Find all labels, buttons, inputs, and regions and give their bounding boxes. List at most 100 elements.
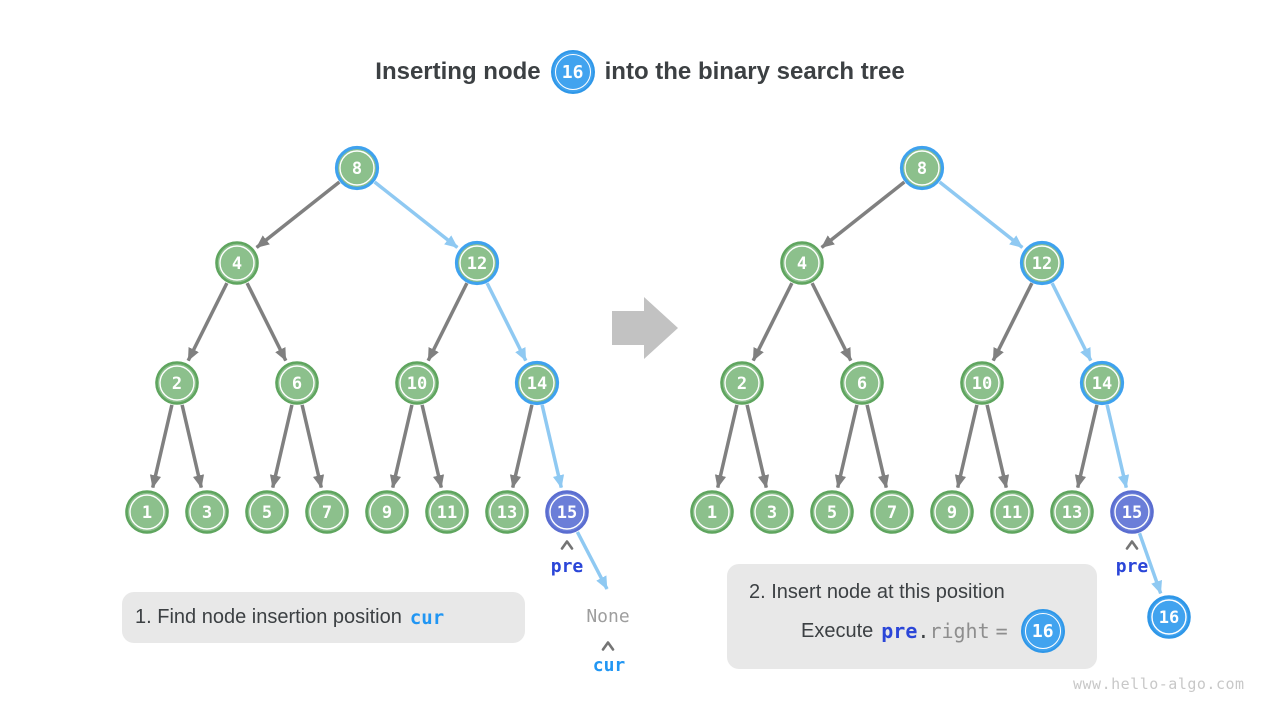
tree-node-R5: 5 — [810, 490, 854, 534]
title-node-16: 16 — [550, 50, 595, 94]
node-value: 2 — [737, 374, 747, 394]
node-value: 9 — [382, 503, 392, 523]
node-value: 3 — [202, 503, 212, 523]
node-circle — [720, 361, 764, 405]
transition-arrow-icon — [612, 297, 678, 359]
cur-label: cur — [593, 655, 626, 676]
node-circle — [185, 490, 229, 534]
tree-edge — [389, 404, 414, 489]
tree-node-R11: 11 — [990, 490, 1034, 534]
tree-node-R12: 12 — [1019, 240, 1065, 286]
node-circle — [425, 490, 469, 534]
caret-up-icon — [601, 641, 615, 651]
node-ring — [724, 365, 760, 401]
tree-node-L14: 14 — [514, 360, 560, 406]
node-circle — [275, 361, 319, 405]
node-value: 16 — [561, 61, 584, 83]
step1-cur-variable: cur — [409, 606, 445, 629]
tree-node-R15: 15 — [1110, 490, 1154, 534]
node-value: 14 — [1092, 374, 1112, 394]
tree-edge — [985, 404, 1010, 489]
node-ring — [339, 150, 375, 186]
tree-edge — [373, 180, 459, 249]
tree-edge — [1105, 404, 1130, 489]
node-circle — [750, 490, 794, 534]
node-circle — [960, 361, 1004, 405]
tree-node-R8: 8 — [899, 145, 945, 191]
pre-label: pre — [551, 556, 584, 577]
node-value: 9 — [947, 503, 957, 523]
node-circle — [395, 361, 439, 405]
tree-edge — [714, 404, 739, 489]
node-value: 12 — [1032, 254, 1052, 274]
tree-node-L7: 7 — [305, 490, 349, 534]
node-ring — [1054, 494, 1090, 530]
node-ring — [279, 365, 315, 401]
step2-pre-variable: pre — [881, 619, 918, 643]
tree-edge — [745, 404, 770, 489]
tree-edge — [255, 180, 341, 249]
node-ring — [1024, 613, 1061, 649]
tree-node-L5: 5 — [245, 490, 289, 534]
node-ring — [309, 494, 345, 530]
node-circle — [125, 490, 169, 534]
step2-dot: . — [917, 619, 930, 643]
tree-node-R3: 3 — [750, 490, 794, 534]
tree-edge — [426, 282, 469, 362]
tree-edge — [1050, 282, 1093, 362]
tree-node-L8: 8 — [334, 145, 380, 191]
node-value: 15 — [1122, 503, 1142, 523]
tree-edge — [186, 282, 229, 362]
tree-node-L10: 10 — [395, 361, 439, 405]
node-circle — [870, 490, 914, 534]
node-ring — [904, 150, 940, 186]
tree-edge — [834, 404, 859, 489]
tree-node-R6: 6 — [840, 361, 884, 405]
node-circle — [1019, 240, 1065, 286]
tree-edge — [485, 282, 528, 362]
node-value: 5 — [262, 503, 272, 523]
tree-node-L3: 3 — [185, 490, 229, 534]
tree-node-L12: 12 — [454, 240, 500, 286]
step2-caption: 2. Insert node at this position Execute … — [727, 564, 1097, 669]
node-circle — [810, 490, 854, 534]
step2-execute-label: Execute — [801, 619, 874, 642]
tree-node-R7: 7 — [870, 490, 914, 534]
tree-node-L9: 9 — [365, 490, 409, 534]
tree-node-R10: 10 — [960, 361, 1004, 405]
tree-node-R13: 13 — [1050, 490, 1094, 534]
node-circle — [1079, 360, 1125, 406]
node-ring — [249, 494, 285, 530]
node-ring — [844, 365, 880, 401]
tree-edge — [810, 282, 853, 362]
tree-edge — [420, 404, 445, 489]
step1-caption: 1. Find node insertion position cur — [122, 592, 525, 643]
watermark: www.hello-algo.com — [1073, 675, 1245, 693]
tree-node-L4: 4 — [215, 241, 259, 285]
tree-edge — [509, 404, 534, 489]
title-suffix: into the binary search tree — [604, 58, 905, 85]
node-circle — [780, 241, 824, 285]
node-value: 6 — [292, 374, 302, 394]
node-circle — [840, 361, 884, 405]
node-value: 1 — [707, 503, 717, 523]
node-value: 2 — [172, 374, 182, 394]
step2-equals: = — [995, 619, 1008, 643]
node-ring — [814, 494, 850, 530]
tree-edge — [575, 531, 609, 590]
tree-edge — [751, 282, 794, 362]
tree-node-R9: 9 — [930, 490, 974, 534]
node-value: 8 — [917, 159, 927, 179]
tree-node-R2: 2 — [720, 361, 764, 405]
node-value: 3 — [767, 503, 777, 523]
node-value: 11 — [1002, 503, 1022, 523]
node-ring — [554, 54, 591, 90]
node-value: 11 — [437, 503, 457, 523]
pre-label: pre — [1116, 556, 1149, 577]
node-circle — [690, 490, 734, 534]
step2-member: right — [929, 619, 990, 643]
tree-node-L1: 1 — [125, 490, 169, 534]
tree-node-R4: 4 — [780, 241, 824, 285]
